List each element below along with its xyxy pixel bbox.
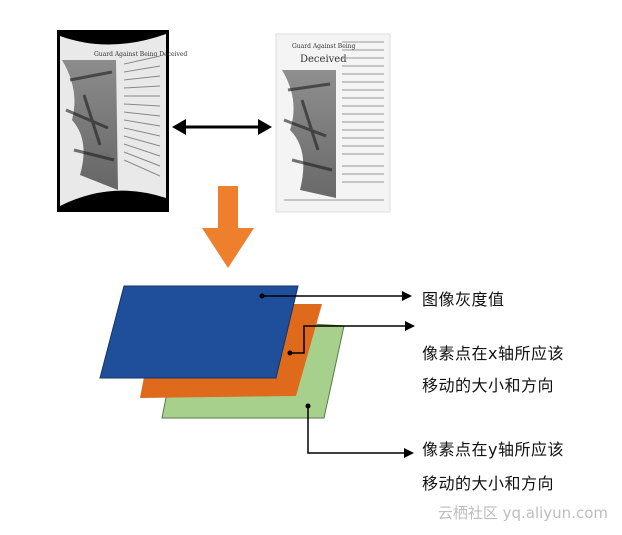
- connector-y-displacement: [305, 403, 414, 458]
- flattened-document-illustration: [282, 70, 336, 198]
- label-x-shift-line1: 像素点在x轴所应该: [422, 344, 564, 363]
- flattened-document-image: Guard Against Being Deceived: [275, 33, 391, 213]
- flattened-document-title-line2: Deceived: [300, 54, 347, 65]
- double-arrow: [172, 119, 272, 135]
- double-arrow-right-head: [258, 119, 272, 135]
- flattened-document-illustration-lines: [283, 82, 333, 172]
- warped-document-text-lines: [123, 55, 161, 177]
- flattened-document-text-lines: [284, 41, 384, 201]
- layer-gray-value: [99, 285, 299, 379]
- watermark: 云栖社区 yq.aliyun.com: [437, 504, 608, 522]
- label-y-shift-line1: 像素点在y轴所应该: [422, 440, 564, 459]
- double-arrow-left-head: [172, 119, 186, 135]
- connector-gray-value: [259, 291, 412, 301]
- warped-document-image: Guard Against Being Deceived: [57, 30, 187, 212]
- connector-x-displacement: [287, 321, 415, 356]
- down-arrow: [202, 186, 254, 268]
- label-x-shift-line2: 移动的大小和方向: [422, 376, 555, 395]
- warped-document-title: Guard Against Being Deceived: [94, 51, 187, 58]
- label-gray-value: 图像灰度值: [422, 290, 505, 309]
- warped-document-illustration-lines: [65, 70, 115, 162]
- label-y-shift-line2: 移动的大小和方向: [422, 474, 555, 493]
- flattened-document-title-line1: Guard Against Being: [292, 43, 356, 50]
